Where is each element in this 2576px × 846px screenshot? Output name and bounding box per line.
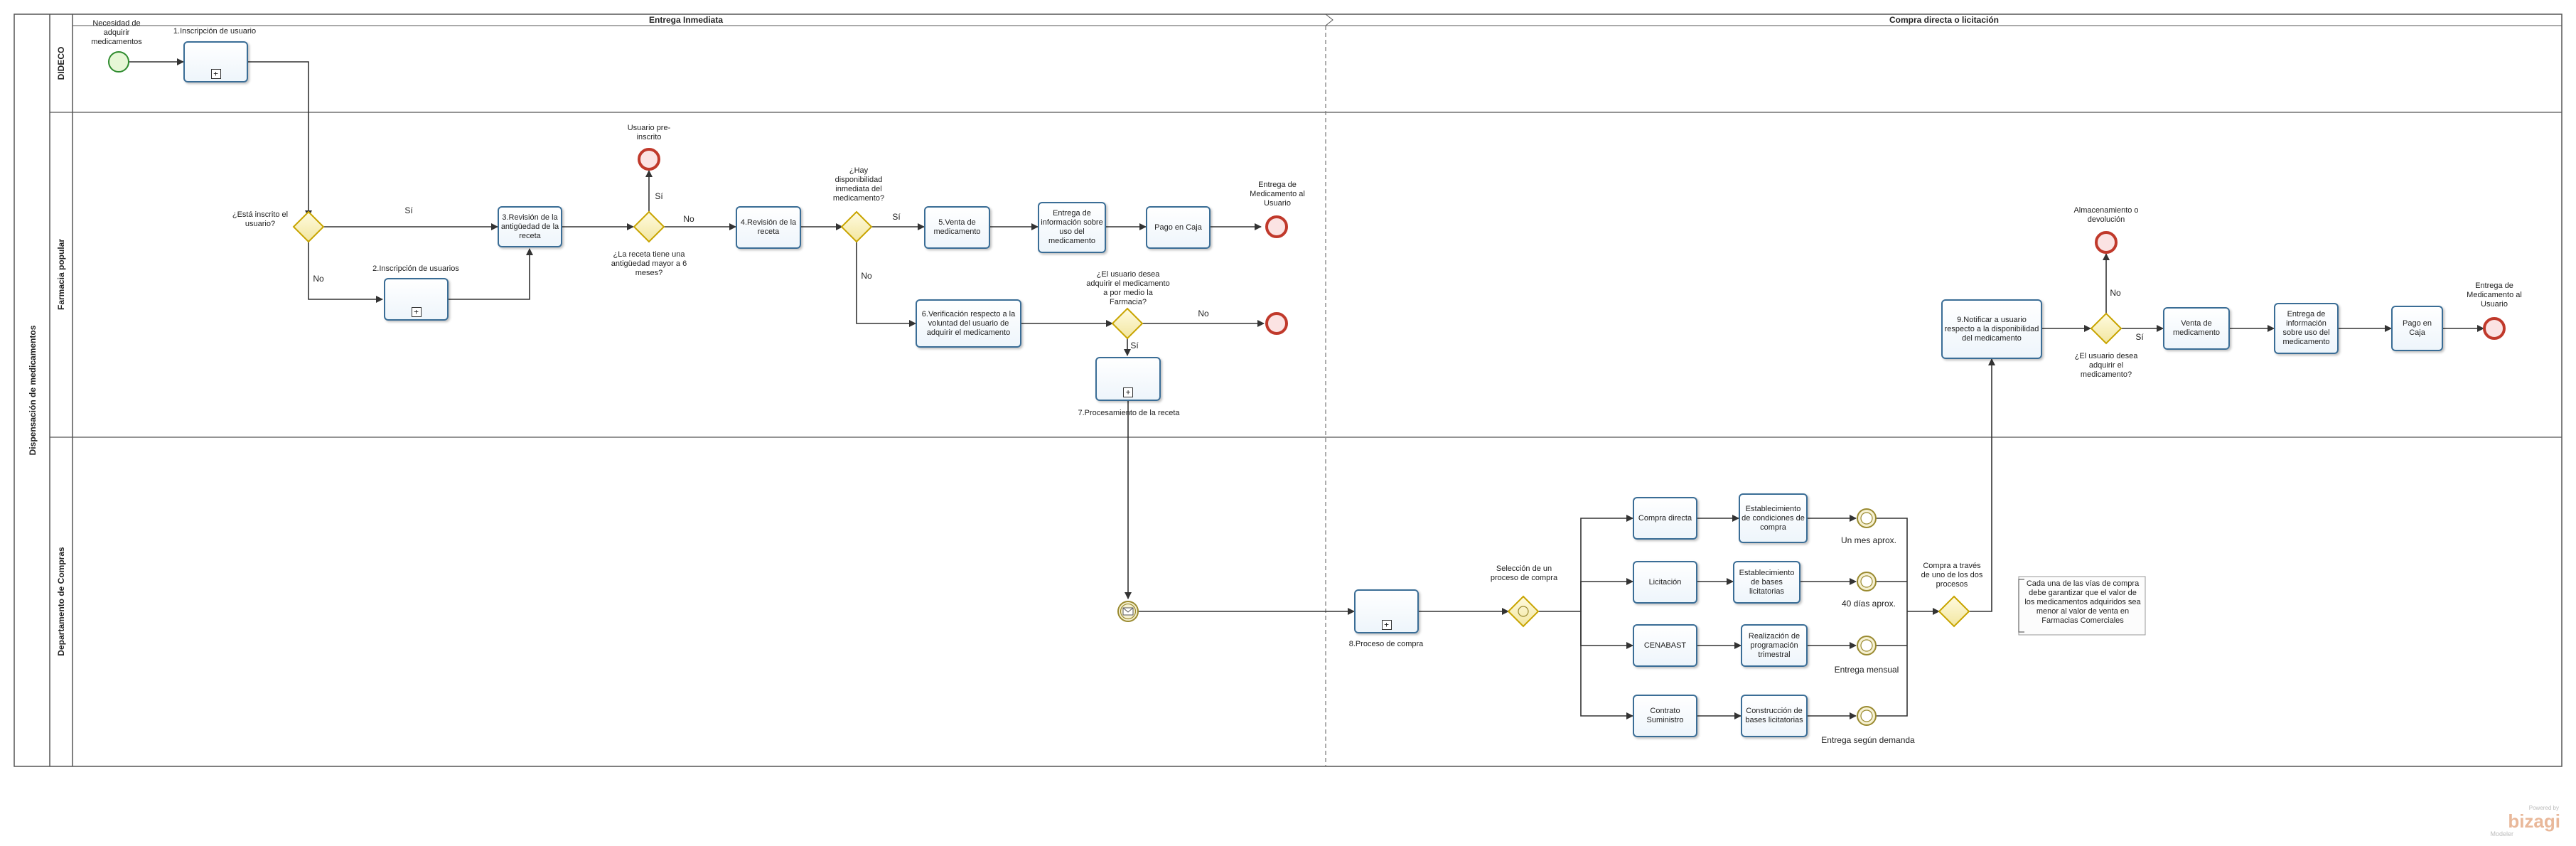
flow-label-no: No	[313, 274, 324, 284]
end-event-user-pre[interactable]	[638, 148, 660, 171]
timer-event[interactable]	[1857, 572, 1877, 591]
gateway-exclusive[interactable]	[292, 210, 325, 243]
subprocess-plus-icon: +	[210, 69, 221, 79]
flow-label-no: No	[1198, 309, 1209, 318]
end-event-delivery-2[interactable]	[2483, 317, 2506, 340]
gateways	[292, 210, 2122, 628]
subprocess-plus-icon: +	[1123, 387, 1133, 397]
task-label: 1.Inscripción de usuario	[173, 27, 257, 36]
timer-event[interactable]	[1857, 508, 1877, 528]
timer-label: 40 días aprox.	[1842, 599, 1896, 609]
task-verificacion-voluntad[interactable]: 6.Verificación respecto a la voluntad de…	[916, 299, 1021, 348]
task-notificar-usuario[interactable]: 9.Notificar a usuario respecto a la disp…	[1941, 299, 2042, 359]
task-establecimiento-condiciones[interactable]: Establecimiento de condiciones de compra	[1739, 493, 1808, 543]
task-licitacion[interactable]: Licitación	[1633, 561, 1697, 604]
task-label: 2.Inscripción de usuarios	[372, 264, 459, 273]
gateway-label: Selección de un proceso de compra	[1490, 564, 1558, 582]
phase-entrega-inmediata: Entrega Inmediata	[649, 15, 723, 25]
flow-label-no: No	[683, 214, 694, 224]
timer-label: Entrega mensual	[1835, 665, 1899, 675]
task-pago-caja[interactable]: Pago en Caja	[1146, 206, 1211, 249]
lane-dideco: DIDECO	[56, 47, 66, 80]
task-revision-receta[interactable]: 4.Revisión de la receta	[736, 206, 801, 249]
phase-compra-licitacion: Compra directa o licitación	[1889, 15, 1999, 25]
subprocess-plus-icon: +	[411, 307, 422, 317]
task-pago-caja-2[interactable]: Pago en Caja	[2391, 306, 2443, 351]
start-event[interactable]	[108, 51, 129, 73]
gateway-label: Compra a través de uno de los dos proces…	[1921, 562, 1983, 589]
gateway-label: ¿El usuario desea adquirir el medicament…	[1086, 270, 1170, 306]
gateway-label: ¿La receta tiene una antigüedad mayor a …	[611, 250, 687, 277]
message-catch-event[interactable]	[1117, 601, 1139, 622]
task-label: 8.Proceso de compra	[1348, 640, 1424, 648]
task-compra-directa[interactable]: Compra directa	[1633, 497, 1697, 540]
flow-label-no: No	[861, 271, 872, 281]
timer-event[interactable]	[1857, 636, 1877, 655]
sequence-flows	[129, 58, 2484, 719]
event-label: Usuario pre-inscrito	[627, 124, 671, 141]
gateway-label: ¿El usuario desea adquirir el medicament…	[2074, 352, 2138, 379]
task-entrega-informacion-2[interactable]: Entrega de información sobre uso del med…	[2274, 303, 2339, 354]
task-venta-medicamento[interactable]: 5.Venta de medicamento	[924, 206, 990, 249]
bizagi-watermark: Powered by bizagi Modeler	[2490, 805, 2560, 837]
flow-label-yes: Sí	[2135, 332, 2144, 342]
flow-label-yes: Sí	[655, 191, 663, 201]
timer-event[interactable]	[1857, 706, 1877, 726]
task-establecimiento-bases[interactable]: Establecimiento de bases licitatorias	[1733, 561, 1800, 604]
flow-labels: Sí No Sí No Sí No No Sí No Sí	[313, 191, 2144, 350]
pool: Dispensación de medicamentos DIDECO Farm…	[14, 14, 2562, 767]
task-revision-antiguedad[interactable]: 3.Revisión de la antigüedad de la receta	[498, 206, 562, 247]
gateway-exclusive[interactable]	[2090, 312, 2122, 345]
flow-label-no: No	[2110, 288, 2121, 298]
lane-compras: Departamento de Compras	[56, 547, 66, 656]
end-event-storage[interactable]	[2095, 231, 2118, 254]
gateway-exclusive[interactable]	[633, 210, 665, 243]
gateway-exclusive[interactable]	[1111, 307, 1144, 340]
task-entrega-informacion[interactable]: Entrega de información sobre uso del med…	[1038, 202, 1106, 253]
event-label: Necesidad de adquirir medicamentos	[91, 19, 142, 46]
subprocess-procesamiento-receta[interactable]: +	[1095, 357, 1161, 401]
watermark-line1: Powered by	[2529, 805, 2559, 811]
task-programacion-trimestral[interactable]: Realización de programación trimestral	[1741, 624, 1808, 667]
task-construccion-bases[interactable]: Construcción de bases licitatorias	[1741, 695, 1808, 737]
subprocess-plus-icon: +	[1381, 620, 1392, 630]
timer-label: Entrega según demanda	[1821, 735, 1915, 745]
task-cenabast[interactable]: CENABAST	[1633, 624, 1697, 667]
event-label: Almacenamiento o devolución	[2073, 206, 2139, 224]
flow-label-yes: Sí	[404, 205, 413, 215]
task-label: 7.Procesamiento de la receta	[1078, 409, 1180, 417]
timer-label: Un mes aprox.	[1841, 535, 1896, 545]
gateway-label: ¿Hay disponibilidad inmediata del medica…	[832, 166, 885, 203]
end-event-delivery[interactable]	[1265, 215, 1288, 238]
gateway-exclusive[interactable]	[1938, 595, 1970, 628]
subprocess-inscripcion-usuario[interactable]: +	[183, 41, 248, 82]
subprocess-inscripcion-usuarios[interactable]: +	[384, 278, 449, 321]
annotation-text: Cada una de las vías de compra debe gara…	[2024, 579, 2141, 625]
gateway-label: ¿Está inscrito el usuario?	[232, 210, 289, 228]
event-label: Entrega de Medicamento al Usuario	[1250, 181, 1305, 208]
events	[108, 51, 2506, 622]
text-annotation	[2018, 576, 2146, 636]
gateway-exclusive[interactable]	[840, 210, 873, 243]
end-event-no-purchase[interactable]	[1265, 312, 1288, 335]
lane-farmacia: Farmacia popular	[56, 239, 66, 310]
task-contrato-suministro[interactable]: Contrato Suministro	[1633, 695, 1697, 737]
subprocess-proceso-compra[interactable]: +	[1354, 589, 1419, 633]
watermark-brand: bizagi	[2508, 810, 2560, 832]
task-venta-medicamento-2[interactable]: Venta de medicamento	[2163, 307, 2230, 350]
phases: Entrega Inmediata Compra directa o licit…	[649, 14, 1999, 766]
gateway-event-based[interactable]	[1507, 595, 1540, 628]
flow-label-yes: Sí	[1130, 341, 1139, 350]
timers: Un mes aprox. 40 días aprox. Entrega men…	[1821, 508, 1915, 745]
watermark-line2: Modeler	[2490, 830, 2513, 837]
pool-title: Dispensación de medicamentos	[28, 325, 38, 455]
event-label: Entrega de Medicamento al Usuario	[2467, 282, 2522, 309]
flow-label-yes: Sí	[892, 212, 901, 222]
